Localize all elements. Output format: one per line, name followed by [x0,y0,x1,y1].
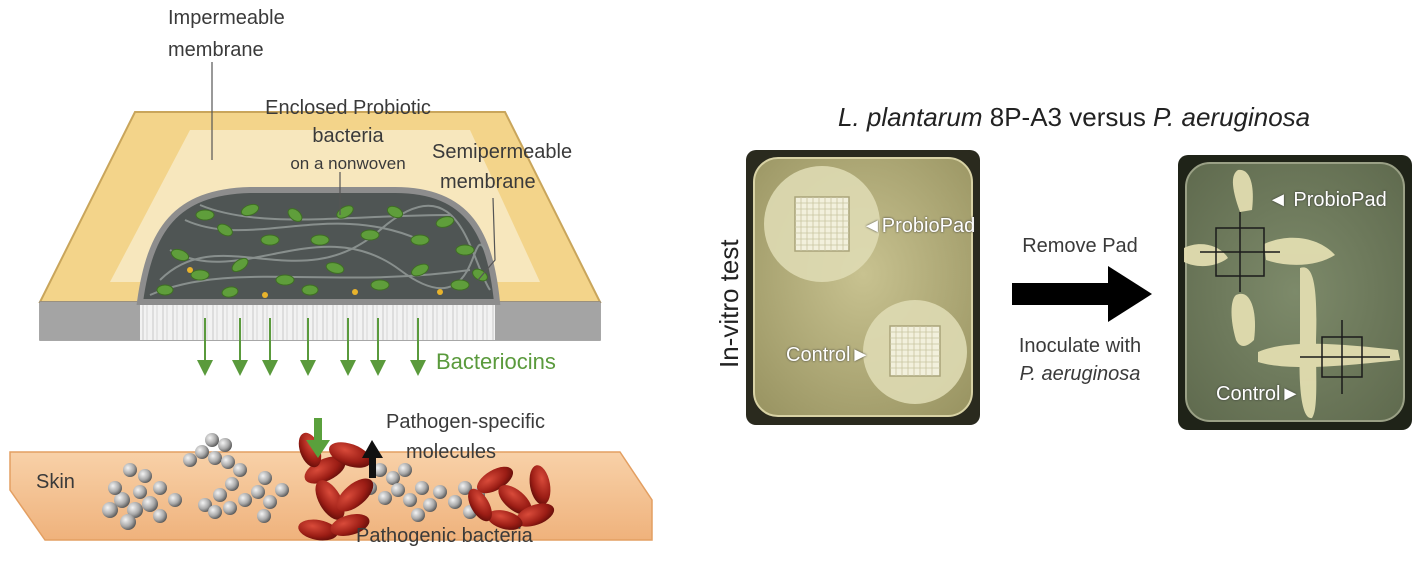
impermeable-label-line1: Impermeable [168,7,285,29]
remove-pad-label: Remove Pad [1022,235,1138,257]
control-mesh [890,326,940,376]
pathogenic-rods [298,432,555,541]
skin-label: Skin [36,471,75,493]
title-species-2: P. aeruginosa [1153,102,1311,132]
probiopad-label-after: ◄ ProbioPad [1268,189,1387,211]
semipermeable-membrane-layer [140,302,495,340]
plate-before [746,150,980,425]
invitro-test-label: In-vitro test [714,239,744,368]
experiment-title: L. plantarum 8P-A3 versus P. aeruginosa [838,102,1310,132]
probiotic-pad [38,111,602,341]
probiopad-square [794,196,850,252]
bacteriocin-arrows [197,318,426,376]
plate-after [1178,155,1412,430]
bacteriocin-attack-arrow [306,418,330,458]
pathogen-specific-label-line2: molecules [406,441,497,463]
pad-base-left [40,302,140,340]
control-label-after: Control► [1216,383,1301,405]
leader-lines [211,62,496,281]
enclosed-label-line1: Enclosed Probiotic [265,97,431,119]
probiotic-bacteria [156,203,488,298]
inoculate-label-line2: P. aeruginosa [1019,363,1141,385]
pad-base-right [495,302,600,340]
semipermeable-label-line2: membrane [440,171,536,193]
probiopad-label-before: ◄ProbioPad [862,215,976,237]
semipermeable-label-line1: Semipermeable [432,141,573,163]
yellow-specks [187,267,443,298]
probiopad-mesh [795,197,849,251]
title-middle: 8P-A3 versus [982,102,1154,132]
impermeable-label-line2: membrane [168,39,264,61]
pathogen-streaks [1184,169,1400,419]
enclosed-label-line2: bacteria [312,125,384,147]
control-square [889,325,941,377]
bacteriocins-label: Bacteriocins [436,349,556,374]
pathogenic-bacteria-label: Pathogenic bacteria [356,525,533,547]
nonwoven-dome [136,187,501,305]
pathogen-specific-label-line1: Pathogen-specific [386,411,545,433]
control-label-before: Control► [786,344,871,366]
inoculate-label-line1: Inoculate with [1018,335,1142,357]
signal-up-arrow [362,440,383,478]
grid-markers [1200,212,1390,394]
enclosed-label-line3: on a nonwoven [290,154,406,173]
process-arrow [1012,266,1152,322]
title-species-1: L. plantarum [838,102,983,132]
